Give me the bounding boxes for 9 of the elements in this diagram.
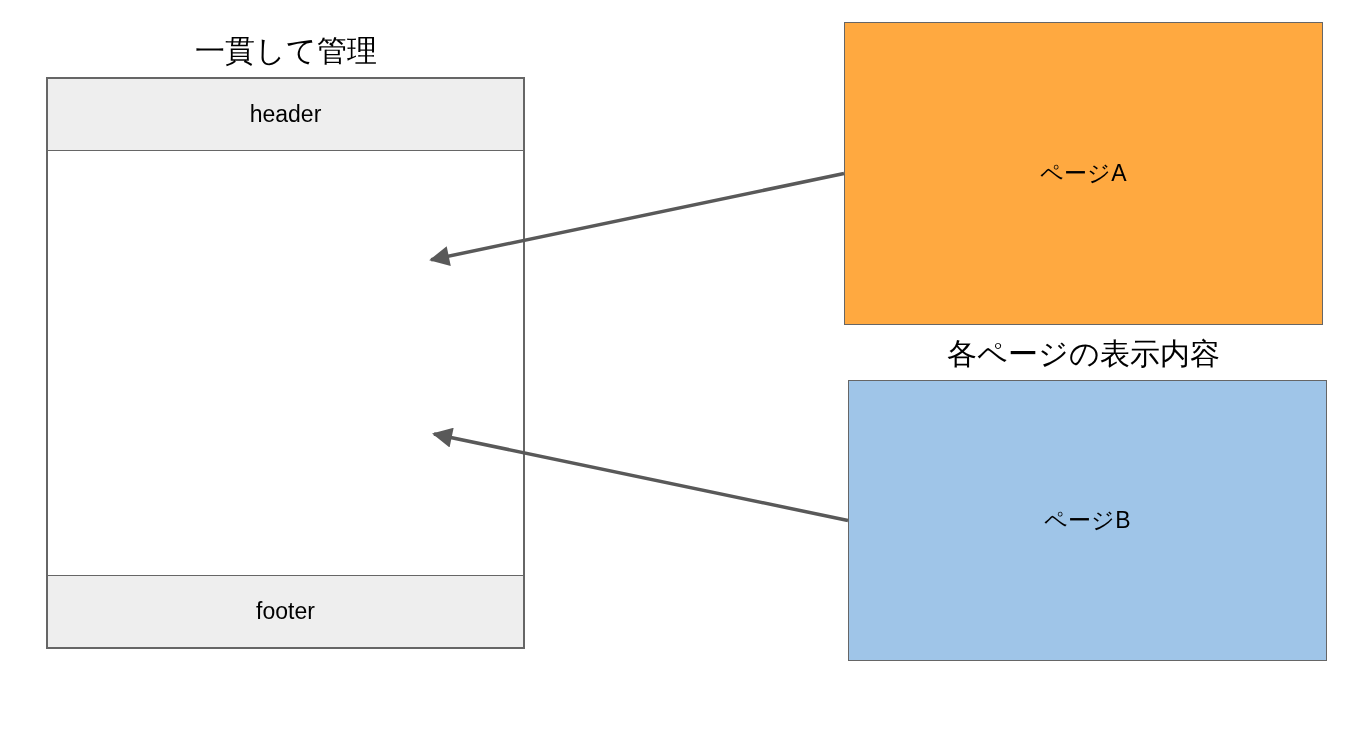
frame-heading: 一貫して管理 [194,33,377,69]
page-box: ページA [844,22,1323,325]
content-area [48,150,523,576]
section-heading: 各ページの表示内容 [946,336,1220,372]
arrow [432,427,849,523]
header-band: header [48,79,523,150]
arrow [429,171,845,266]
footer-band: footer [48,576,523,647]
page-box: ページB [848,380,1327,661]
